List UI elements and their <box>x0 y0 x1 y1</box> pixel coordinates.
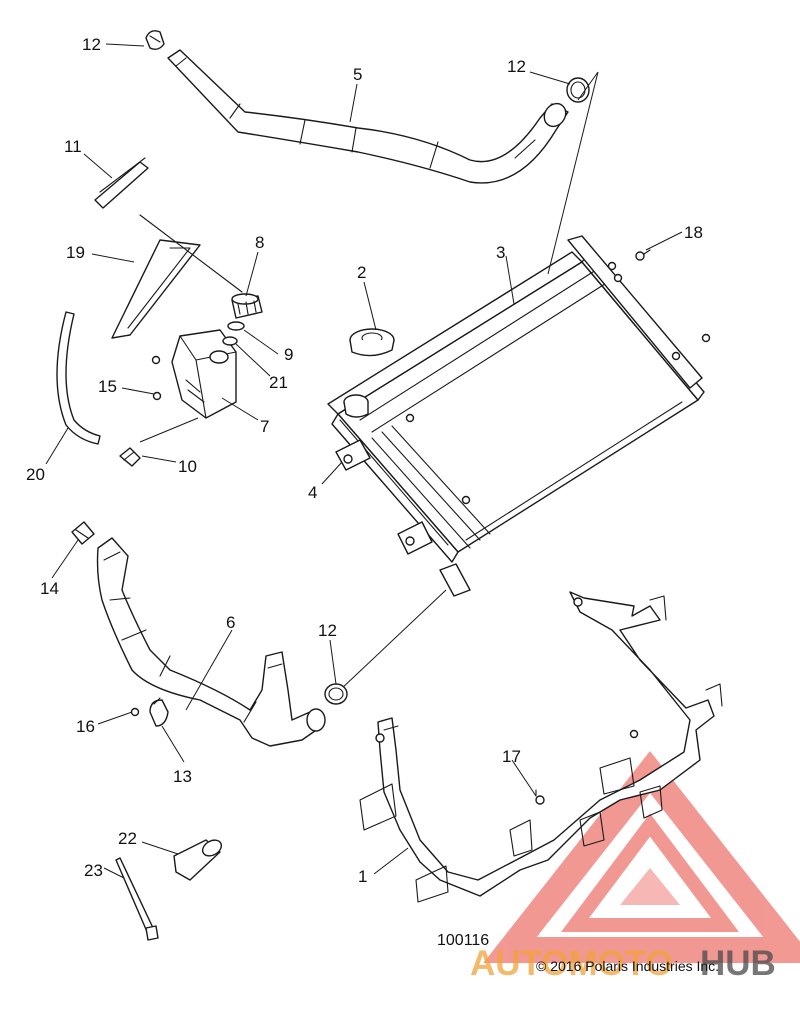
callout-12-top: 12 <box>82 35 101 54</box>
part-22-sleeve <box>173 839 223 881</box>
part-13-clamp <box>149 697 169 727</box>
callout-5: 5 <box>353 65 362 84</box>
part-3-radiator <box>327 235 705 597</box>
callout-4: 4 <box>308 483 317 502</box>
watermark-text-hub: HUB <box>700 944 776 983</box>
part-20-overflow-tube <box>56 311 101 445</box>
callout-19: 19 <box>66 243 85 262</box>
part-7-reservoir <box>171 329 237 419</box>
radiator-bolts <box>405 261 711 505</box>
callout-18: 18 <box>684 223 703 242</box>
callout-17: 17 <box>502 747 521 766</box>
callout-15: 15 <box>98 377 117 396</box>
part-15-screw <box>151 355 162 401</box>
callout-13: 13 <box>173 767 192 786</box>
callout-1: 1 <box>358 867 367 886</box>
callout-7: 7 <box>260 417 269 436</box>
watermark-text: AUTOMOTO HUB <box>470 944 776 983</box>
callout-leaders <box>45 43 683 879</box>
copyright-notice: © 2016 Polaris Industries Inc. <box>536 958 720 974</box>
callout-20: 20 <box>26 465 45 484</box>
part-19-strap <box>111 214 243 339</box>
part-12-clamp-right <box>566 77 590 103</box>
part-4-bracket-upper <box>335 439 371 471</box>
part-2-radiator-cap <box>349 328 395 357</box>
part-11-strap-clip <box>94 157 149 209</box>
callout-14: 14 <box>40 579 59 598</box>
part-17-bolt <box>535 729 639 805</box>
callout-11: 11 <box>64 137 82 156</box>
callout-9: 9 <box>284 345 293 364</box>
radiator-filler-neck <box>343 394 369 418</box>
part-18-bolt <box>635 249 651 261</box>
part-23-cable-tie <box>115 857 159 941</box>
watermark-text-automoto: AUTOMOTO <box>470 944 673 983</box>
callout-16: 16 <box>76 717 95 736</box>
callout-10: 10 <box>178 457 197 476</box>
part-9-o-ring <box>227 321 245 331</box>
part-12-clamp-top <box>145 30 165 51</box>
callout-12-lower: 12 <box>318 621 337 640</box>
part-21-o-ring <box>222 336 238 346</box>
connection-lines <box>339 71 599 691</box>
callout-3: 3 <box>496 243 505 262</box>
part-6-lower-hose <box>96 537 326 747</box>
callout-6: 6 <box>226 613 235 632</box>
watermark-logo <box>483 750 800 963</box>
part-8-reservoir-cap <box>231 293 263 319</box>
diagram-reference-number: 100116 <box>437 932 490 949</box>
part-14-clamp <box>71 521 95 545</box>
callout-12-right: 12 <box>507 57 526 76</box>
part-1-frame <box>359 591 723 903</box>
callout-23: 23 <box>84 861 103 880</box>
part-12-clamp-lower <box>324 683 348 705</box>
part-4-bracket-lower <box>397 521 433 555</box>
callout-2: 2 <box>357 263 366 282</box>
part-10-elbow-fitting <box>119 447 141 467</box>
part-5-upper-hose <box>167 49 569 184</box>
callout-8: 8 <box>255 233 264 252</box>
callout-21: 21 <box>269 373 288 392</box>
part-16-screw <box>130 707 140 717</box>
callout-22: 22 <box>118 829 137 848</box>
callout-numbers: 12 5 12 11 19 8 2 3 18 9 21 15 7 20 10 4… <box>26 35 703 886</box>
